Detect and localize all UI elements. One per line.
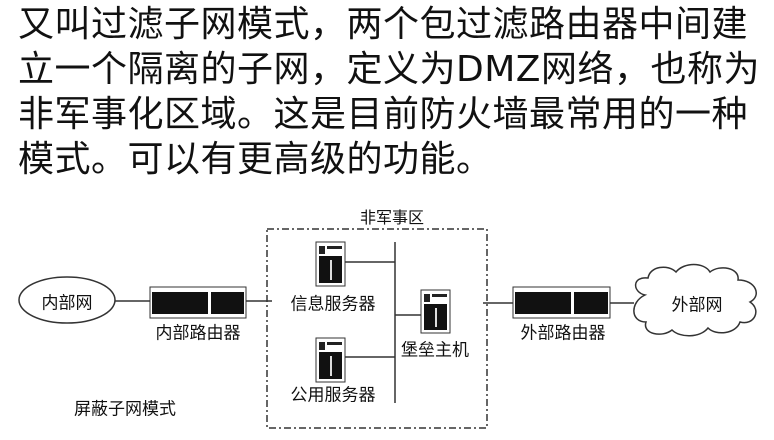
bastion-host-label: 堡垒主机 bbox=[401, 340, 469, 361]
internal-router-icon bbox=[149, 286, 247, 319]
paragraph-line: 又叫过滤子网模式，两个包过滤路由器中间建 bbox=[18, 4, 749, 45]
info-server-icon bbox=[315, 241, 346, 287]
external-network-cloud bbox=[633, 263, 757, 337]
internal-network-label: 内部网 bbox=[41, 293, 93, 314]
description-paragraph: 又叫过滤子网模式，两个包过滤路由器中间建 立一个隔离的子网，定义为DMZ网络，也… bbox=[18, 2, 774, 182]
public-server-icon bbox=[315, 337, 346, 383]
internal-router-label: 内部路由器 bbox=[155, 323, 241, 344]
dmz-label: 非军事区 bbox=[359, 208, 425, 227]
internal-network-ellipse bbox=[18, 276, 116, 324]
public-server-label: 公用服务器 bbox=[290, 385, 376, 406]
paragraph-line: 模式。可以有更高级的功能。 bbox=[18, 139, 493, 180]
info-server-label: 信息服务器 bbox=[290, 294, 376, 315]
dmz-boundary bbox=[266, 228, 488, 429]
paragraph-line: 立一个隔离的子网，定义为DMZ网络，也称为 bbox=[18, 49, 760, 90]
external-router-label: 外部路由器 bbox=[520, 323, 606, 344]
diagram-caption: 屏蔽子网模式 bbox=[74, 399, 176, 420]
bastion-host-icon bbox=[420, 289, 451, 334]
paragraph-line: 非军事化区域。这是目前防火墙最常用的一种 bbox=[18, 94, 749, 135]
external-router-icon bbox=[512, 286, 611, 319]
external-network-label: 外部网 bbox=[671, 295, 723, 316]
